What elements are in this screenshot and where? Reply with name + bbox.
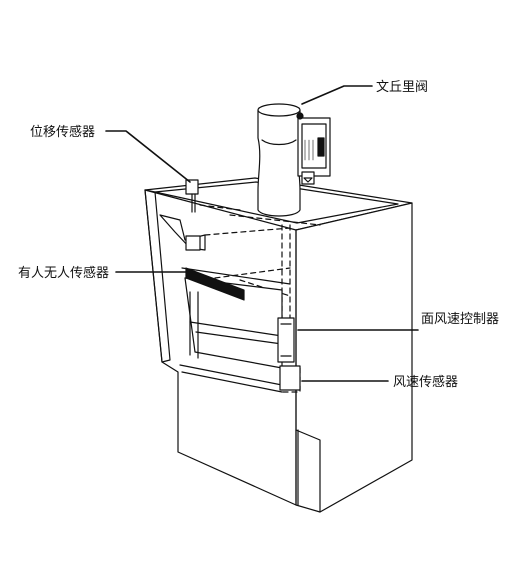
interior-dashed-lines — [199, 204, 321, 393]
sash-window — [179, 267, 291, 393]
label-venturi-valve: 文丘里阀 — [376, 80, 428, 95]
displacement-sensor-device — [185, 179, 201, 251]
cabinet-left-side — [144, 189, 206, 363]
label-presence-sensor: 有人无人传感器 — [18, 265, 109, 281]
cabinet-right-side — [295, 202, 413, 513]
label-displacement-sensor: 位移传感器 — [30, 124, 95, 140]
airflow-sensor-device — [279, 365, 301, 391]
presence-sensor-device — [185, 267, 245, 301]
face-velocity-controller-device — [277, 317, 295, 363]
leader-lines — [105, 85, 419, 382]
venturi-valve-device — [257, 103, 331, 217]
label-airflow-sensor: 风速传感器 — [393, 374, 458, 390]
label-face-velocity-controller: 面风速控制器 — [421, 312, 499, 327]
